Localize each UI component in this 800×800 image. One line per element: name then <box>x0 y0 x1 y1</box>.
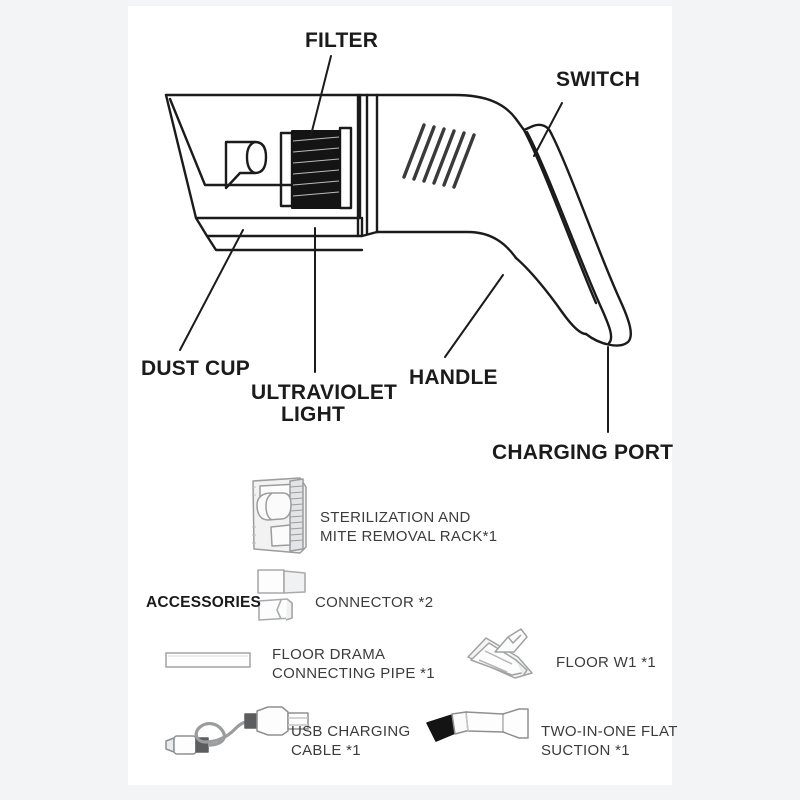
floor-brush-icon <box>467 628 533 679</box>
motor-housing-bottom <box>375 230 518 260</box>
sterilization-rack-icon <box>252 477 307 554</box>
leader-switch <box>533 102 563 157</box>
callout-switch: SWITCH <box>556 68 641 91</box>
connecting-pipe-icon <box>165 652 251 668</box>
callout-filter: FILTER <box>305 29 379 52</box>
vacuum-outer-shell <box>164 93 553 135</box>
leader-filter <box>310 55 332 136</box>
accessory-label-connecting-pipe-line2: CONNECTING PIPE *1 <box>272 665 435 682</box>
accessory-label-connector: CONNECTOR *2 <box>315 594 434 611</box>
inlet-nozzle-lip <box>245 140 257 175</box>
dust-cup-outline <box>164 93 362 220</box>
body-partition-base <box>360 230 379 238</box>
leader-dust-cup <box>179 229 244 351</box>
filter-cartridge <box>291 130 341 209</box>
switch-trigger-seam <box>522 128 598 305</box>
dust-cup-band <box>194 216 364 238</box>
handle-outer-curve <box>549 131 632 347</box>
accessory-label-sterilization-rack-line1: STERILIZATION AND <box>320 509 471 526</box>
accessory-label-floor-w1: FLOOR W1 *1 <box>556 654 656 671</box>
vent-slot-5 <box>442 131 466 187</box>
callout-handle: HANDLE <box>409 366 498 389</box>
inlet-nozzle <box>224 140 268 190</box>
dust-cup-inner-wedge <box>168 97 302 187</box>
accessory-label-flat-suction-line2: SUCTION *1 <box>541 742 630 759</box>
handle-inner-curve <box>525 130 613 345</box>
grip-underside <box>514 256 588 336</box>
vent-slot-3 <box>422 127 446 183</box>
accessory-label-usb-cable-line1: USB CHARGING <box>291 723 411 740</box>
vent-slot-4 <box>432 129 456 185</box>
accessory-label-usb-cable-line2: CABLE *1 <box>291 742 361 759</box>
flat-suction-nozzle-icon <box>426 708 529 742</box>
accessories-heading: ACCESSORIES <box>146 594 262 611</box>
callout-dust-cup: DUST CUP <box>141 357 250 380</box>
vent-slot-1 <box>402 123 426 179</box>
filter-flange-right <box>338 126 353 210</box>
vent-slots-group <box>402 123 476 189</box>
accessory-label-sterilization-rack-line2: MITE REMOVAL RACK*1 <box>320 528 498 545</box>
leader-lines-group <box>179 55 609 433</box>
callout-charging-port: CHARGING PORT <box>492 441 674 464</box>
usb-cable-icon <box>165 706 309 755</box>
vent-slot-2 <box>412 125 436 181</box>
dust-cup-base <box>205 234 364 252</box>
filter-flange-left <box>279 131 294 208</box>
accessory-label-connecting-pipe-line1: FLOOR DRAMA <box>272 646 386 663</box>
leader-handle <box>444 274 504 358</box>
callout-ultraviolet-light-line1: ULTRAVIOLET <box>251 381 398 404</box>
connector-icon <box>257 569 306 621</box>
vacuum-body-group <box>164 93 632 347</box>
vent-slot-6 <box>452 133 476 189</box>
callout-ultraviolet-light-line2: LIGHT <box>281 403 345 426</box>
accessory-label-flat-suction-line1: TWO-IN-ONE FLAT <box>541 723 678 740</box>
